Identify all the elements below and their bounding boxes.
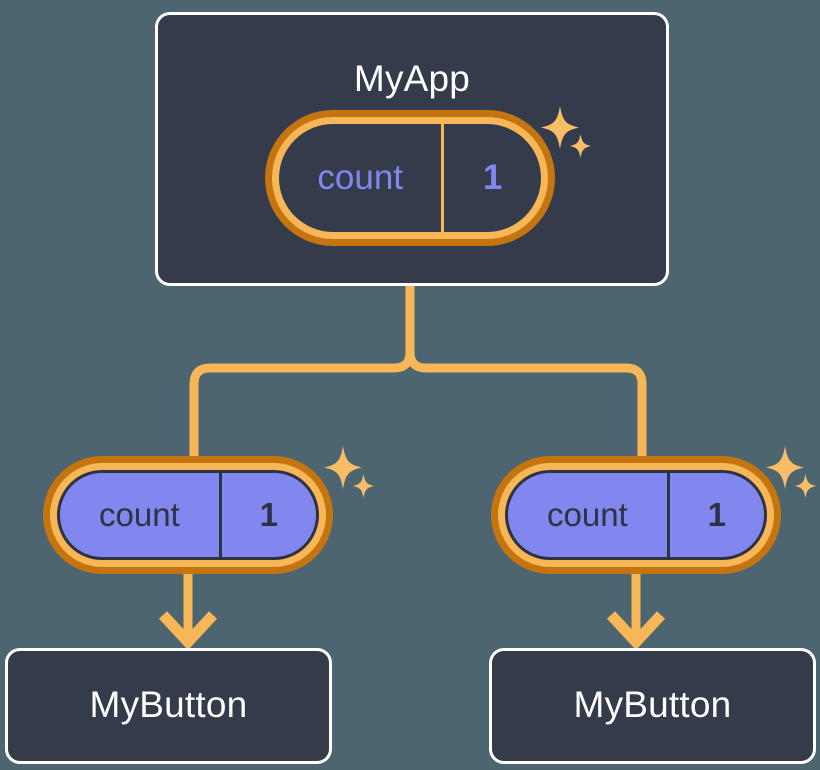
prop-pill-left[interactable]: count 1 — [43, 456, 333, 574]
component-title-mybutton-right: MyButton — [573, 684, 732, 725]
state-pill-myapp[interactable]: count 1 — [265, 110, 555, 246]
prop-pill-body: count 1 — [57, 470, 319, 560]
prop-pill-body: count 1 — [505, 470, 767, 560]
component-card-mybutton-left[interactable]: MyButton — [5, 648, 332, 764]
state-pill-ring-inner: count 1 — [272, 117, 548, 239]
component-card-mybutton-right[interactable]: MyButton — [489, 648, 816, 764]
state-pill-key-label: count — [317, 158, 404, 197]
prop-pill-value-cell: 1 — [666, 473, 764, 557]
connector-branch-right — [405, 351, 647, 462]
prop-pill-value-cell: 1 — [218, 473, 316, 557]
arrow-left — [158, 574, 218, 651]
prop-pill-right[interactable]: count 1 — [491, 456, 781, 574]
prop-pill-key-label: count — [546, 496, 628, 533]
component-title-myapp: MyApp — [353, 58, 471, 99]
state-pill-body: count 1 — [279, 124, 541, 232]
prop-pill-key-cell: count — [60, 473, 219, 557]
prop-pill-ring-inner: count 1 — [498, 463, 774, 567]
state-pill-key-cell: count — [279, 124, 441, 232]
connector-branch-left — [189, 351, 415, 462]
prop-pill-key-label: count — [98, 496, 180, 533]
prop-pill-value-label: 1 — [707, 496, 727, 533]
prop-pill-ring-inner: count 1 — [50, 463, 326, 567]
prop-pill-key-cell: count — [508, 473, 667, 557]
state-pill-value-cell: 1 — [441, 124, 541, 232]
prop-pill-value-label: 1 — [259, 496, 279, 533]
arrow-right — [606, 574, 666, 651]
component-title-mybutton-left: MyButton — [89, 684, 248, 725]
state-pill-value-label: 1 — [482, 158, 503, 197]
